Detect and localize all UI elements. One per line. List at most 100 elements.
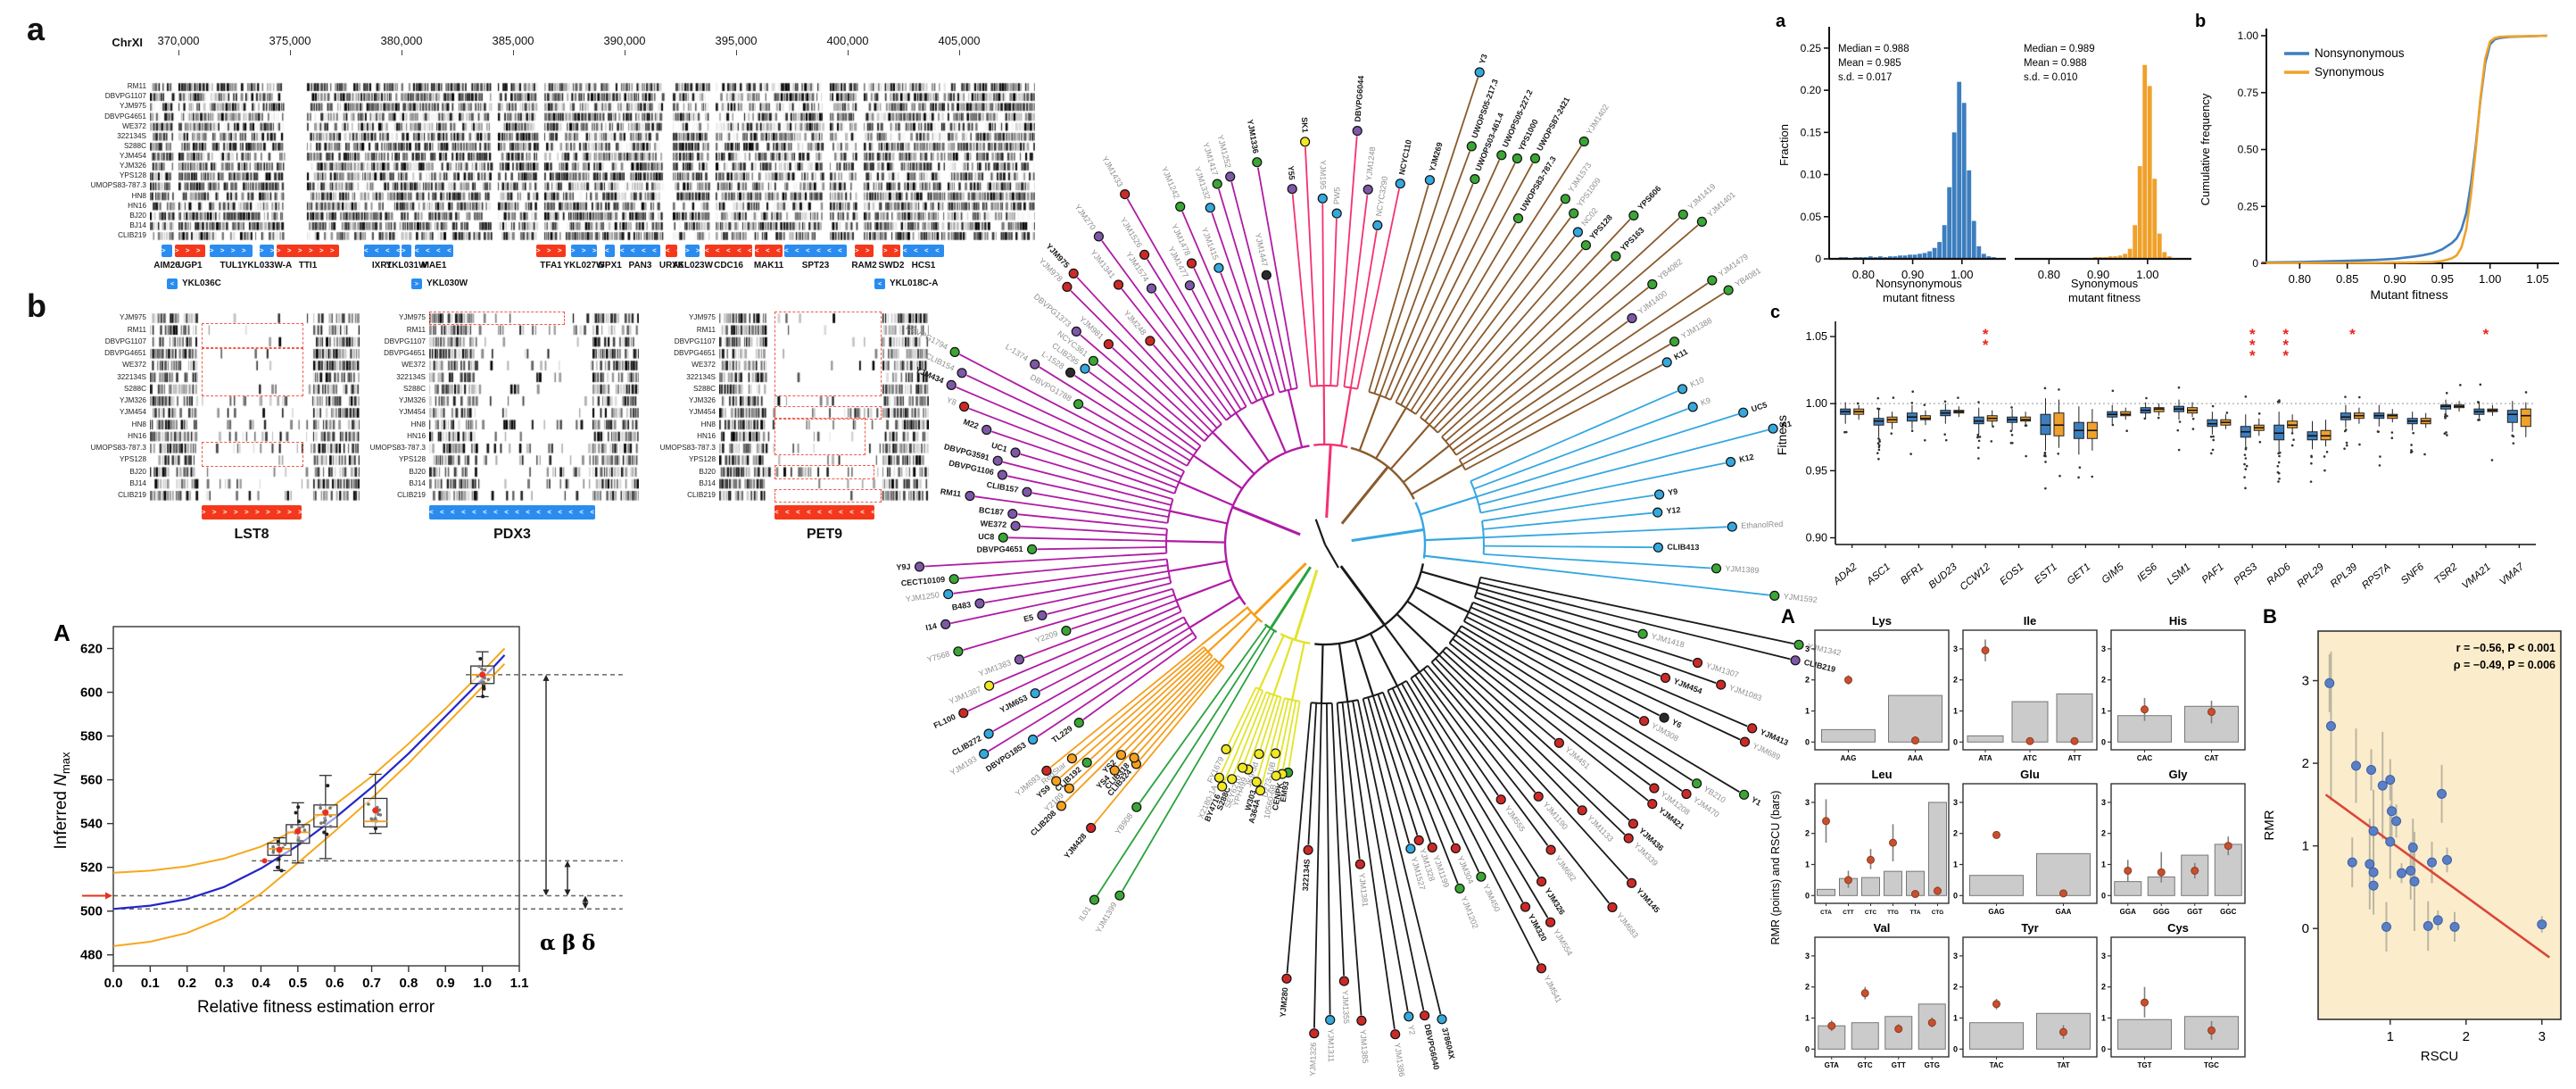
outlier-dot (2358, 443, 2361, 446)
strain-label: S288C (123, 384, 146, 393)
strain-label: DBVPG1107 (384, 337, 426, 345)
tree-tip-dot (1495, 794, 1506, 805)
mean-point (294, 827, 302, 835)
strain-label: CLIB219 (118, 491, 146, 500)
tree-branch (1341, 702, 1361, 860)
outlier-dot (2277, 471, 2281, 475)
deletion-highlight-box (774, 488, 882, 503)
y-tick-label: 3 (2101, 798, 2106, 807)
tree-tip-label: DBVPG1853 (984, 740, 1028, 773)
scatter-point (2365, 859, 2375, 869)
y-tick-label: 0.25 (2238, 200, 2259, 212)
tree-branch (1193, 268, 1258, 402)
coordinate-tick (736, 50, 737, 55)
tree-branch (1096, 628, 1271, 896)
tree-tip-label: YJM269 (1428, 141, 1445, 172)
strain-label: DBVPG4651 (104, 112, 146, 121)
outlier-dot (2390, 431, 2394, 434)
tree-branch (1452, 320, 1628, 452)
coordinate-tick (178, 50, 179, 55)
tree-tip-label: K12 (1738, 453, 1754, 464)
hist-bar (2137, 166, 2142, 259)
deletion-heatmap-lst8 (150, 312, 360, 502)
tree-arc (1414, 502, 1427, 559)
outlier-dot (2191, 428, 2195, 430)
beta-label: β (562, 931, 576, 955)
tree-tip-dot (1086, 822, 1097, 834)
y-axis-label: Cumulative frequency (2199, 93, 2212, 205)
outlier-dot (2111, 423, 2115, 427)
rmr-point (1827, 1021, 1836, 1030)
tree-tip-dot (1577, 805, 1587, 816)
rmr-point (1844, 876, 1852, 885)
strain-label: YJM326 (398, 396, 426, 405)
tree-tip-dot (1496, 150, 1507, 161)
tree-branch (1448, 642, 1649, 802)
y-tick-label: 0 (1953, 737, 1958, 746)
tree-branch (1039, 366, 1191, 461)
tree-branch (1377, 694, 1432, 844)
y-tick-label: 1 (1805, 706, 1810, 715)
strain-label: BJ20 (129, 211, 146, 220)
rmr-point (2157, 868, 2166, 877)
coordinate-label: 405,000 (938, 34, 981, 47)
outlier-dot (2390, 436, 2394, 440)
tree-tip-dot (1739, 736, 1751, 747)
tree-tip-dot (998, 532, 1008, 543)
tree-branch (1420, 495, 1478, 516)
rmr-point (1992, 1000, 2000, 1009)
y-tick-label: 0 (1815, 253, 1821, 265)
outlier-dot (2445, 431, 2448, 434)
tree-tip-label: YJM195 (1319, 160, 1328, 189)
tree-tip-dot (1093, 231, 1104, 242)
y-tick-label: 0.90 (1806, 531, 1827, 544)
gene-label: RAM2 (851, 261, 877, 270)
outlier-dot (1957, 396, 1959, 399)
gene-tick-label: VMA21 (2460, 561, 2493, 591)
gene-label: TUL1 (219, 261, 243, 270)
tree-branch (1330, 702, 1345, 977)
outlier-dot (1911, 390, 1915, 394)
tree-tip-dot (1545, 844, 1556, 855)
tree-tip-dot (1212, 179, 1222, 189)
tree-tip-label: YJM1341 (1089, 248, 1117, 280)
outlier-dot (2277, 480, 2280, 483)
coordinate-label: 400,000 (826, 34, 869, 47)
tree-branch (1437, 259, 1613, 434)
tree-tip-dot (1628, 210, 1639, 220)
tree-tip-dot (1466, 141, 1477, 152)
tree-tip-label: L-1374 (1004, 342, 1030, 362)
tree-branch (1452, 638, 1651, 786)
outlier-dot (2211, 404, 2215, 408)
tree-tip-label: K9 (1700, 395, 1712, 407)
tree-tip-label: YJM1083 (1728, 683, 1763, 702)
legend-label: Synonymous (2315, 65, 2384, 79)
outlier-dot (2446, 414, 2448, 418)
gene-label: AIM26 (153, 261, 180, 270)
tree-tip-dot (1064, 783, 1074, 794)
gene-tick-label: ASC1 (1865, 561, 1893, 587)
strain-label: RM11 (127, 325, 146, 334)
tree-tip-dot (1115, 750, 1127, 761)
strain-label: WE372 (402, 361, 426, 370)
gene-bar-ykl036c: < (167, 278, 178, 289)
tree-tip-dot (1696, 216, 1708, 227)
x-tick-label: 1.00 (2136, 268, 2158, 281)
outlier-dot (2290, 444, 2294, 447)
scatter-point (2325, 720, 2336, 731)
tree-tip-label: YJM1383 (977, 658, 1012, 678)
y-tick-label: 1 (2101, 860, 2106, 869)
arrow-head (582, 902, 589, 910)
tree-tip-dot (979, 748, 990, 760)
strain-label: YPS128 (688, 455, 716, 464)
strain-label: YPS128 (398, 455, 426, 464)
coordinate-label: 380,000 (380, 34, 423, 47)
amino-acid-title: Ile (2024, 614, 2036, 628)
subplot-frame (1814, 936, 1950, 1058)
gene-bar-pdx3: < < < < < < < < < < < < < < < < < < < < … (429, 505, 595, 520)
tree-tip-label: YJM683 (1615, 911, 1640, 940)
tree-tip-label: YJM280 (1279, 987, 1290, 1018)
tree-branch (1293, 569, 1319, 641)
rscu-bar (2056, 693, 2093, 743)
